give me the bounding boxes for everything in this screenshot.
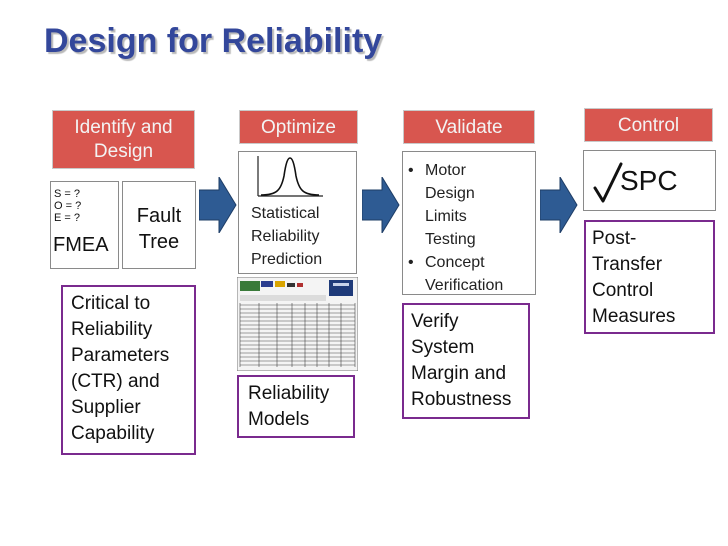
- bullet-dot: •: [408, 162, 414, 179]
- ctr-line-2: Reliability: [71, 319, 153, 340]
- post-transfer-line-4: Measures: [592, 306, 676, 327]
- models-line-1: Reliability: [248, 383, 330, 404]
- prediction-line-2: Reliability: [251, 228, 320, 245]
- stage-header-optimize: Optimize: [239, 110, 358, 144]
- spc-label: SPC: [620, 165, 678, 196]
- bell-curve-icon: [257, 156, 323, 197]
- fmea-param-detection: E = ?: [54, 212, 80, 224]
- spc-box: SPC: [583, 150, 716, 211]
- fmea-label: FMEA: [53, 234, 109, 256]
- stage-header-identify-label: Identify and Design: [74, 117, 173, 162]
- bullet-2-line-1: Concept: [425, 254, 485, 271]
- bullet-item-motor-testing: • Motor Design Limits Testing: [403, 159, 535, 251]
- ctr-output-box: Critical to Reliability Parameters (CTR)…: [61, 285, 196, 455]
- stage-header-validate-label: Validate: [435, 117, 503, 138]
- fmea-param-occurrence: O = ?: [54, 200, 82, 212]
- verify-line-3: Margin and: [411, 363, 507, 384]
- right-arrow-icon: [199, 177, 237, 233]
- post-transfer-output-box: Post- Transfer Control Measures: [584, 220, 715, 334]
- post-transfer-line-1: Post-: [592, 228, 637, 249]
- bullet-item-concept-verification: • Concept Verification: [403, 251, 535, 297]
- fmea-param-severity: S = ?: [54, 188, 80, 200]
- page-title: Design for Reliability: [44, 22, 383, 60]
- post-transfer-line-2: Transfer: [592, 254, 663, 275]
- bullet-1-line-2: Design: [425, 185, 475, 202]
- ctr-line-5: Supplier: [71, 397, 141, 418]
- bullet-1-line-4: Testing: [425, 231, 476, 248]
- fault-tree-line-2: Tree: [138, 231, 180, 253]
- spreadsheet-thumbnail: [237, 277, 358, 371]
- ctr-line-6: Capability: [71, 423, 155, 444]
- right-arrow-icon: [362, 177, 400, 233]
- ctr-line-1: Critical to: [71, 293, 151, 314]
- validate-bullets-box: • Motor Design Limits Testing • Concept …: [402, 151, 536, 295]
- fmea-box: S = ? O = ? E = ? FMEA: [50, 181, 119, 269]
- verify-line-1: Verify: [411, 311, 459, 332]
- post-transfer-line-3: Control: [592, 280, 654, 301]
- stage-header-optimize-label: Optimize: [261, 117, 336, 138]
- verify-line-2: System: [411, 337, 475, 358]
- fmea-params: S = ? O = ? E = ?: [54, 188, 81, 224]
- bullet-1-line-1: Motor: [425, 162, 466, 179]
- stage-header-control-label: Control: [617, 115, 680, 136]
- prediction-line-3: Prediction: [251, 251, 323, 268]
- reliability-models-box: Reliability Models: [237, 375, 355, 438]
- checkmark-icon: [593, 162, 623, 203]
- stage-header-identify: Identify and Design: [52, 110, 195, 169]
- verify-line-4: Robustness: [411, 389, 512, 410]
- fault-tree-line-1: Fault: [136, 205, 182, 227]
- ctr-line-4: (CTR) and: [71, 371, 160, 392]
- prediction-text: Statistical Reliability Prediction: [251, 202, 322, 271]
- models-line-2: Models: [248, 409, 310, 430]
- right-arrow-icon: [540, 177, 578, 233]
- stage-header-control: Control: [584, 108, 713, 142]
- validate-bullet-list: • Motor Design Limits Testing • Concept …: [403, 159, 535, 297]
- prediction-line-1: Statistical: [251, 205, 320, 222]
- ctr-line-3: Parameters: [71, 345, 170, 366]
- bullet-dot: •: [408, 254, 414, 271]
- verify-output-box: Verify System Margin and Robustness: [402, 303, 530, 419]
- stage-header-validate: Validate: [403, 110, 535, 144]
- prediction-box: Statistical Reliability Prediction: [238, 151, 357, 274]
- bullet-2-line-2: Verification: [425, 277, 504, 294]
- fault-tree-box: Fault Tree: [122, 181, 196, 269]
- bullet-1-line-3: Limits: [425, 208, 467, 225]
